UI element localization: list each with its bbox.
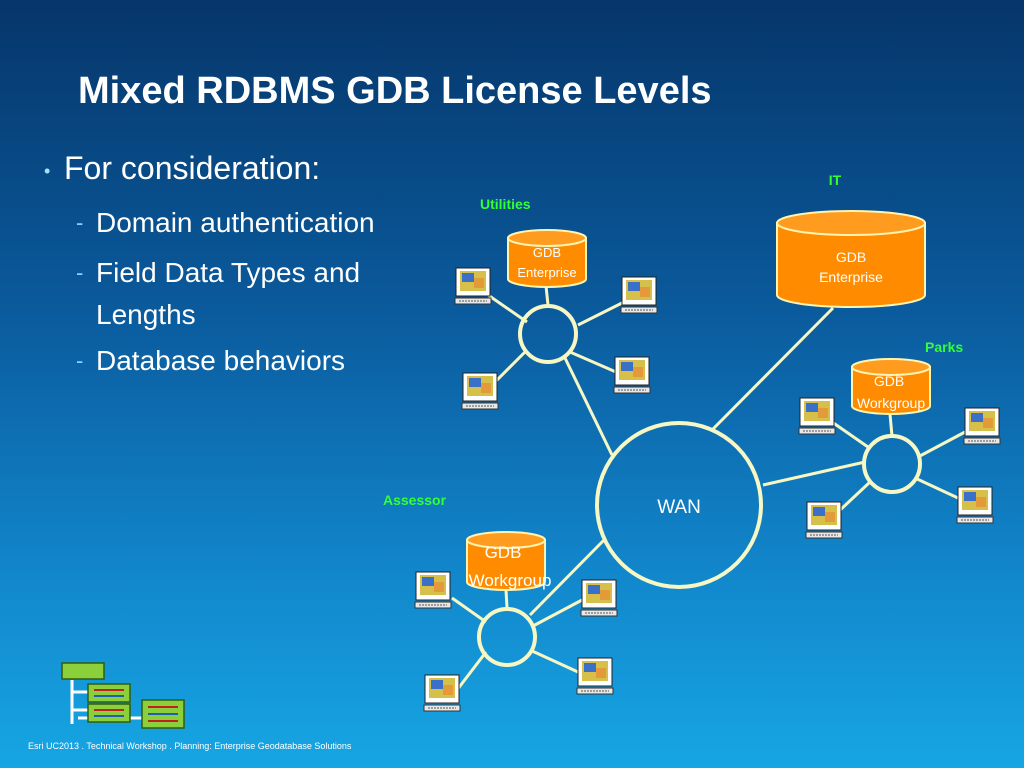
sub-bullet-text: Database behaviors [96,345,346,376]
sub-bullet-text: Field Data Types and Lengths [96,257,361,330]
computer-icon [414,571,452,609]
wan-label: WAN [657,497,701,518]
utilities-links [487,285,625,384]
link-wan-assessor [528,538,606,617]
parks-db-line2: Workgroup [857,395,925,411]
site-label-it: IT [829,172,842,188]
footer-text: Esri UC2013 . Technical Workshop . Plann… [28,741,352,751]
computer-icon [798,397,836,435]
sub-bullet-text: Domain authentication [96,207,375,238]
dash-icon: - [76,348,84,373]
assessor-db-line2: Workgroup [469,571,552,590]
geodatabase-tree-icon [61,662,185,729]
dash-icon: - [76,260,84,285]
it-db-line1: GDB [836,249,866,265]
computer-icon [576,657,614,695]
assessor-database-icon: GDB Workgroup [466,531,552,591]
parks-database-icon: GDB Workgroup [851,358,931,415]
dash-icon: - [76,210,84,235]
sub-bullet-1: - Domain authentication [76,202,456,244]
bullet-main: • For consideration: [44,148,464,191]
link-wan-utilities [563,357,614,456]
site-label-utilities: Utilities [480,196,531,212]
computer-icon [956,486,994,524]
slide-title: Mixed RDBMS GDB License Levels [78,70,712,112]
site-label-assessor: Assessor [383,492,447,508]
computer-icon [454,267,492,305]
assessor-links [451,589,583,691]
computer-icon [620,276,658,314]
computer-icon [805,501,843,539]
utilities-database-icon: GDB Enterprise [507,229,587,288]
assessor-hub [477,607,537,667]
utilities-db-line1: GDB [533,245,561,260]
it-db-line2: Enterprise [819,269,883,285]
parks-links [831,413,966,514]
utilities-db-line2: Enterprise [517,265,576,280]
wan-ring [595,421,763,589]
computer-icon [461,372,499,410]
parks-db-line1: GDB [874,373,904,389]
computer-icon [423,674,461,712]
computer-icon [963,407,1001,445]
link-wan-parks [762,460,866,487]
link-wan-it [710,306,835,432]
utilities-hub [518,304,578,364]
assessor-db-line1: GDB [485,543,522,562]
site-label-parks: Parks [925,339,963,355]
computer-icon [613,356,651,394]
computer-icon [580,579,618,617]
parks-hub [862,434,922,494]
bullet-main-text: For consideration: [64,150,321,186]
sub-bullet-2: - Field Data Types and Lengths [76,252,456,336]
sub-bullet-3: - Database behaviors [76,340,456,382]
it-database-icon: GDB Enterprise [776,210,926,308]
bullet-dot-icon: • [44,160,51,181]
